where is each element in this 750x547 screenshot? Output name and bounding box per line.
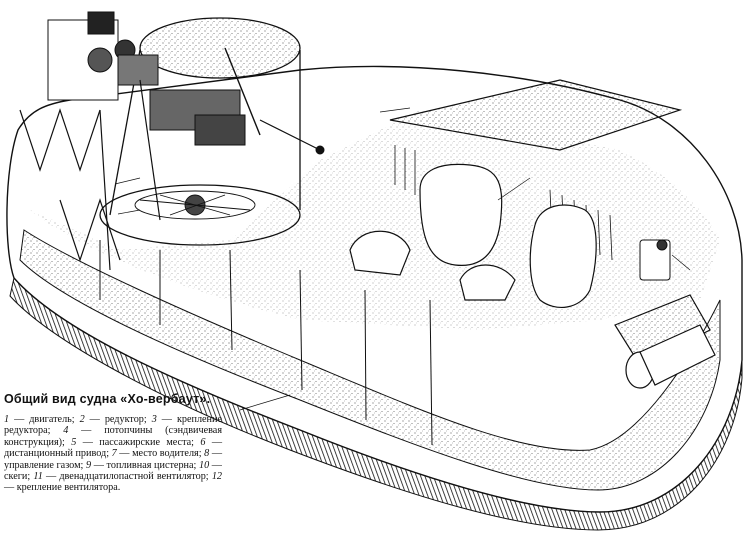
throttle-control (639, 239, 671, 281)
fan-duct (99, 17, 301, 246)
gearbox (139, 47, 325, 221)
engine (47, 11, 159, 101)
legend-text: — двенадцатилопастной вентилятор; (42, 471, 212, 483)
sandwich-deck-panel (389, 79, 683, 151)
twelve-blade-fan (134, 190, 256, 220)
fuel-tank (614, 294, 716, 389)
legend-text: — редуктор; (84, 414, 152, 425)
caption-legend: 1 — двигатель; 2 — редуктор; 3 — креплен… (4, 414, 222, 494)
driver-seat (529, 204, 597, 308)
legend-text: — скеги; (4, 459, 222, 483)
legend-number: 4 (63, 425, 69, 437)
legend-number: 9 (85, 459, 92, 471)
hull-side-panel (19, 229, 721, 491)
legend-number: 6 (200, 436, 206, 448)
figure-caption: Общий вид судна «Хо-вербаут». 1 — двигат… (4, 392, 222, 494)
legend-number: 2 (79, 414, 85, 425)
legend-text: — место водителя; (116, 448, 205, 460)
legend-text: — крепление редуктора; (4, 414, 222, 437)
legend-text: — дистанционный привод; (4, 436, 223, 460)
legend-number: 11 (33, 471, 43, 483)
legend-text: — топливная цистерна; (91, 459, 199, 471)
fan-mount-lattice (19, 108, 121, 271)
legend-number: 7 (111, 448, 117, 460)
legend-number: 10 (198, 459, 210, 471)
leader-lines (114, 107, 691, 411)
legend-text: — двигатель; (9, 414, 80, 425)
legend-number: 1 (4, 414, 10, 425)
legend-number: 12 (211, 471, 222, 483)
legend-text: — крепление вентилятора. (4, 482, 121, 494)
legend-text: — управление газом; (4, 448, 223, 471)
caption-title: Общий вид судна «Хо-вербаут». (4, 392, 211, 406)
legend-number: 3 (151, 414, 157, 425)
legend-number: 5 (71, 436, 77, 448)
hull-ribs (99, 240, 433, 446)
legend-number: 8 (204, 448, 210, 460)
legend-text: — пассажирские места; (76, 436, 201, 448)
passenger-seats (349, 163, 516, 301)
legend-text: — потопчины (сэндвичевая конструкция); (4, 425, 223, 448)
